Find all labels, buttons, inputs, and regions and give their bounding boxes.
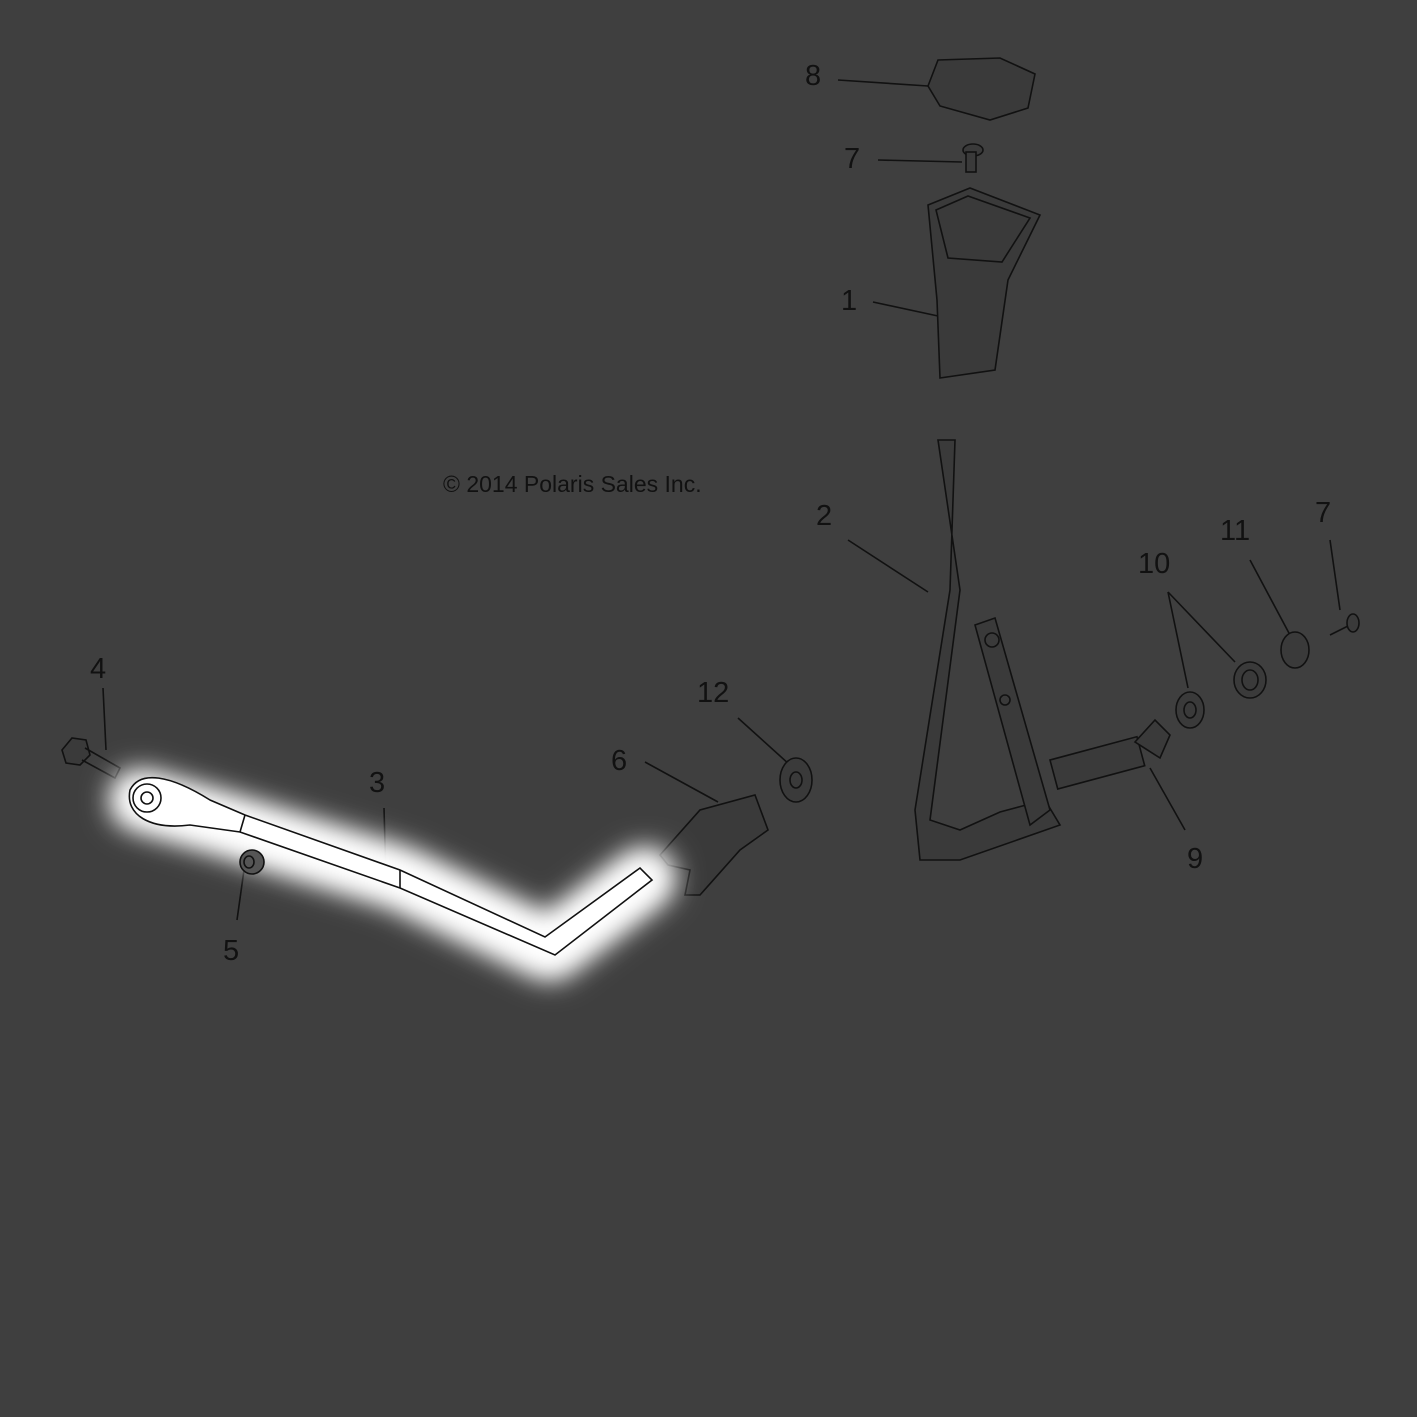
linkage-rod-part [128,776,654,956]
callout-7-right: 7 [1315,497,1332,529]
callout-5: 5 [223,935,240,967]
callout-8: 8 [805,60,822,92]
copyright-text: © 2014 Polaris Sales Inc. [443,471,702,497]
nut-part [239,849,265,875]
callout-4: 4 [90,653,107,685]
callout-6: 6 [611,745,628,777]
washer-part [1280,631,1310,669]
callout-11: 11 [1220,515,1251,547]
retainer-part [1133,718,1171,760]
callout-9: 9 [1187,843,1204,875]
knob-cap-part [927,57,1036,121]
knob-boot-part [927,187,1042,379]
bushing-parts [1175,661,1267,729]
shift-lever-part [914,439,1062,861]
screw-right-part [1329,613,1360,636]
screw-top-part [962,143,984,173]
callout-1: 1 [841,285,858,317]
callout-12: 12 [697,677,730,709]
callout-3: 3 [369,767,386,799]
washer-left-part [779,757,813,803]
callout-10: 10 [1138,548,1171,580]
leader-lines [102,79,1341,921]
bolt-part [61,737,122,780]
clip-part [658,794,769,896]
callout-7-top: 7 [844,143,861,175]
callout-2: 2 [816,500,833,532]
